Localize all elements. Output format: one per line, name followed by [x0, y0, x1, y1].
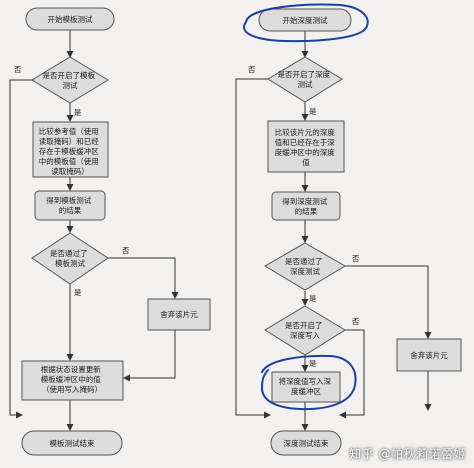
label-l-enabled-no: 否 — [14, 65, 22, 74]
right-compare-box — [267, 120, 345, 173]
right-decision-write — [264, 305, 346, 356]
left-start-label: 开始模板测试 — [48, 14, 93, 24]
right-write-label: 将深度值写入深 度缓冲区 — [279, 376, 334, 396]
right-decision-write-label: 是否开启了 深度写入 — [285, 320, 325, 340]
left-decision-passed-label: 是否通过了 模板测试 — [50, 248, 90, 268]
right-decision-enabled-label: 是否开启了深度 测试 — [278, 69, 333, 89]
edge-l-discard-to-update — [123, 330, 176, 382]
right-compare-label: 比较该片元的深度 值和已经存在于深 度缓冲区中的深度 值 — [275, 127, 337, 167]
left-end-label: 模板测试结束 — [50, 438, 95, 448]
edge-l-enabled-no — [9, 79, 33, 419]
left-end-node — [21, 430, 123, 456]
left-decision-enabled-label: 是否开启了模板 测试 — [43, 70, 98, 90]
left-compare-box — [32, 121, 109, 178]
label-l-passed-yes: 是 — [74, 288, 82, 297]
hand-drawn-highlights — [243, 3, 369, 411]
left-nodes: 开始模板测试 是否开启了模板 测试 比较参考值（使用 读取掩码）和已经 存在于模… — [21, 7, 211, 456]
right-decision-passed — [264, 242, 346, 291]
right-start-label: 开始深度测试 — [283, 15, 328, 25]
left-compare-label: 比较参考值（使用 读取掩码）和已经 存在于模板缓冲区 中的模板值（使用 读取掩码… — [39, 126, 101, 176]
edge-labels: 否 是 否 是 否 是 否 是 否 是 — [14, 65, 360, 368]
left-result-label: 得到模板测试 的结果 — [46, 195, 93, 215]
label-r-write-yes: 是 — [309, 359, 317, 368]
left-discard-label: 舍弃该片元 — [160, 309, 198, 319]
left-discard-box — [147, 298, 211, 331]
edge-l-passed-no — [108, 257, 179, 299]
right-result-label: 得到深度测试 的结果 — [282, 196, 329, 216]
highlight-circle-start-depth — [243, 3, 369, 43]
right-edges — [235, 31, 432, 431]
edge-r-passed-no — [345, 265, 432, 339]
highlight-circle-write-depth — [260, 354, 357, 411]
left-update-box — [21, 360, 124, 401]
label-l-passed-no: 否 — [122, 246, 130, 255]
left-update-label: 根据状态设置更新 模板缓冲区中的值 （使用写入掩码） — [41, 364, 103, 394]
edge-r-write-no — [339, 329, 365, 419]
right-decision-enabled — [267, 56, 343, 103]
left-result-box — [34, 190, 106, 221]
left-edges — [9, 30, 179, 431]
right-discard-box — [396, 338, 462, 372]
right-end-label: 深度测试结束 — [284, 438, 329, 448]
label-r-write-no: 否 — [352, 317, 360, 326]
label-r-passed-yes: 是 — [309, 294, 317, 303]
left-start-node — [25, 7, 115, 31]
edge-r-enabled-no — [235, 78, 271, 419]
right-discard-label: 舍弃该片元 — [410, 350, 448, 360]
right-result-box — [271, 191, 341, 221]
label-l-enabled-yes: 是 — [74, 108, 82, 117]
left-decision-passed — [31, 232, 109, 285]
right-start-node — [258, 8, 352, 32]
right-end-node — [270, 430, 342, 456]
left-decision-enabled — [31, 56, 109, 104]
right-decision-passed-label: 是否通过了 深度测试 — [285, 256, 325, 276]
label-r-enabled-no: 否 — [248, 65, 256, 74]
watermark: 知乎 @帕秋莉诺蕾姬 — [349, 447, 466, 461]
right-nodes: 开始深度测试 是否开启了深度 测试 比较该片元的深度 值和已经存在于深 度缓冲区… — [258, 8, 462, 456]
label-r-passed-no: 否 — [352, 254, 360, 263]
right-write-box — [271, 371, 341, 403]
label-r-enabled-yes: 是 — [309, 107, 317, 116]
